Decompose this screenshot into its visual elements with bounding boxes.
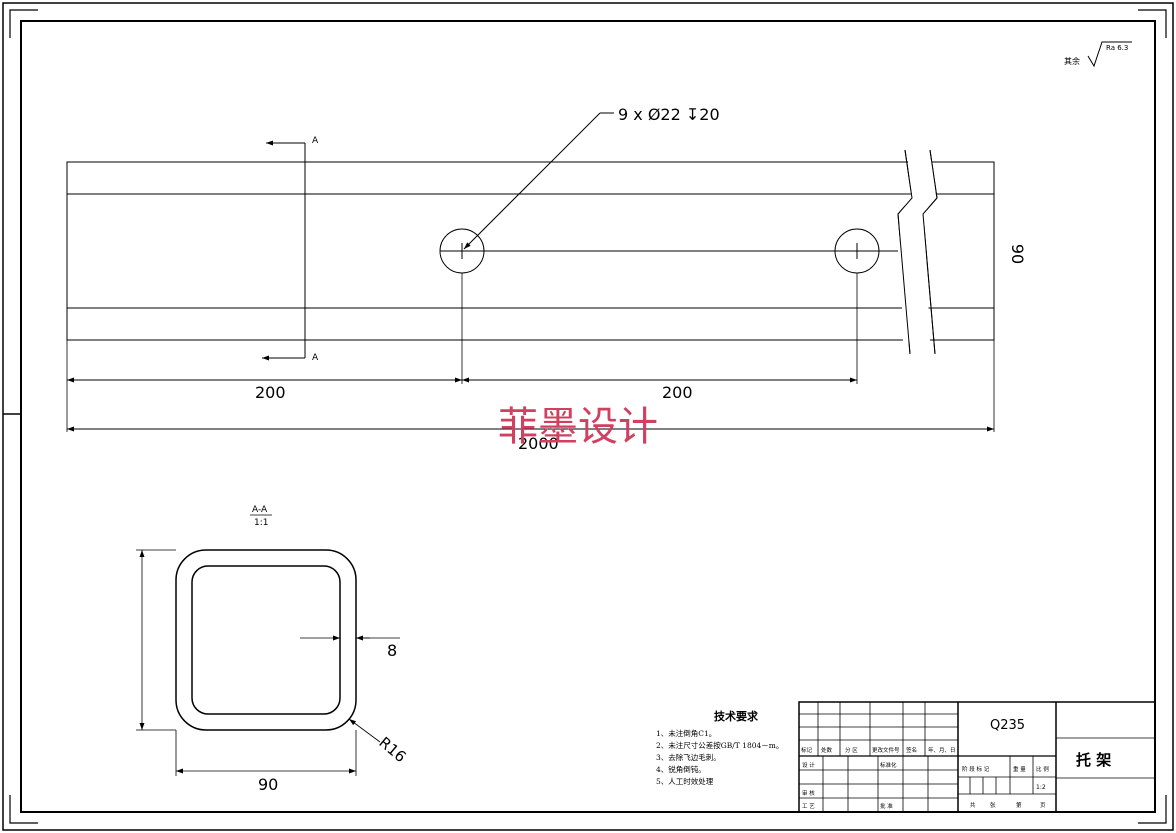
tb-label-total: 共 bbox=[970, 801, 976, 809]
tech-requirement-item: 1、未注倒角C1。 bbox=[656, 728, 716, 738]
section-mark-top: A bbox=[312, 136, 319, 146]
section-dim-wall-value: 8 bbox=[387, 641, 397, 660]
tb-label-sheets: 张 bbox=[990, 801, 996, 809]
dimension-total-length: 2000 bbox=[67, 426, 994, 453]
tech-requirement-item: 5、人工时效处理 bbox=[656, 776, 714, 786]
material-value: Q235 bbox=[990, 718, 1025, 733]
tb-label-marking: 标记 bbox=[801, 746, 813, 754]
tb-label-process: 工 艺 bbox=[802, 803, 815, 810]
section-mark-bottom: A bbox=[312, 353, 319, 363]
roughness-symbol: 其余 Ra 6.3 bbox=[1064, 41, 1132, 68]
tech-requirement-item: 4、锐角倒钝。 bbox=[656, 764, 706, 774]
roughness-prefix: 其余 bbox=[1064, 56, 1080, 66]
tube-cross-section bbox=[175, 549, 357, 731]
extension-lines bbox=[66, 273, 995, 432]
dim-pitch-2-value: 200 bbox=[662, 383, 693, 402]
roughness-value: Ra 6.3 bbox=[1106, 44, 1128, 52]
section-scale: 1:1 bbox=[254, 518, 268, 528]
section-cut-line bbox=[262, 140, 306, 361]
part-name: 托 架 bbox=[1076, 751, 1111, 769]
tb-label-approve: 批 准 bbox=[880, 802, 893, 810]
dim-pitch-1-value: 200 bbox=[255, 383, 286, 402]
hole-callout: 9 x Ø22 ↧20 bbox=[463, 105, 720, 250]
section-dim-radius: R16 bbox=[348, 718, 410, 766]
title-block bbox=[798, 701, 1156, 813]
tb-label-count: 处数 bbox=[821, 746, 833, 754]
section-dim-width-value: 90 bbox=[258, 775, 278, 794]
beam-front-view bbox=[66, 149, 995, 355]
tech-requirements: 技术要求 1、未注倒角C1。 2、未注尺寸公差按GB/T 1804－m。 3、去… bbox=[656, 709, 783, 786]
tb-label-design: 设 计 bbox=[802, 761, 815, 769]
section-dim-height bbox=[136, 549, 176, 731]
tb-label-date: 年、月、日 bbox=[928, 746, 956, 754]
tech-requirements-title: 技术要求 bbox=[714, 709, 759, 723]
dim-height-value: 90 bbox=[1008, 244, 1027, 264]
section-dim-width bbox=[175, 730, 357, 776]
section-label: A-A bbox=[252, 505, 268, 515]
tb-label-scale: 比 例 bbox=[1036, 765, 1049, 773]
tb-label-weight: 重 量 bbox=[1013, 765, 1026, 773]
tech-requirement-item: 2、未注尺寸公差按GB/T 1804－m。 bbox=[656, 740, 783, 750]
tech-requirement-item: 3、去除飞边毛刺。 bbox=[656, 752, 721, 762]
hole-callout-text: 9 x Ø22 ↧20 bbox=[618, 105, 720, 124]
scale-value: 1:2 bbox=[1036, 784, 1046, 791]
watermark: 菲墨设计 bbox=[498, 404, 658, 450]
section-dim-radius-value: R16 bbox=[375, 733, 409, 766]
tb-label-page: 页 bbox=[1040, 802, 1046, 809]
tb-label-change-doc: 更改文件号 bbox=[872, 746, 900, 754]
tb-label-standard: 标准化 bbox=[880, 761, 897, 769]
tb-label-zone: 分 区 bbox=[845, 746, 858, 754]
tb-label-review: 审 核 bbox=[802, 789, 815, 797]
tb-label-sheet-no: 第 bbox=[1016, 801, 1022, 809]
tb-label-stage: 阶 段 标 记 bbox=[962, 765, 990, 773]
dimension-pitch-1: 200 bbox=[67, 377, 462, 402]
dim-total-length-value: 2000 bbox=[518, 434, 559, 453]
tb-label-signature: 签名 bbox=[906, 746, 917, 754]
dimension-pitch-2: 200 bbox=[462, 377, 857, 402]
